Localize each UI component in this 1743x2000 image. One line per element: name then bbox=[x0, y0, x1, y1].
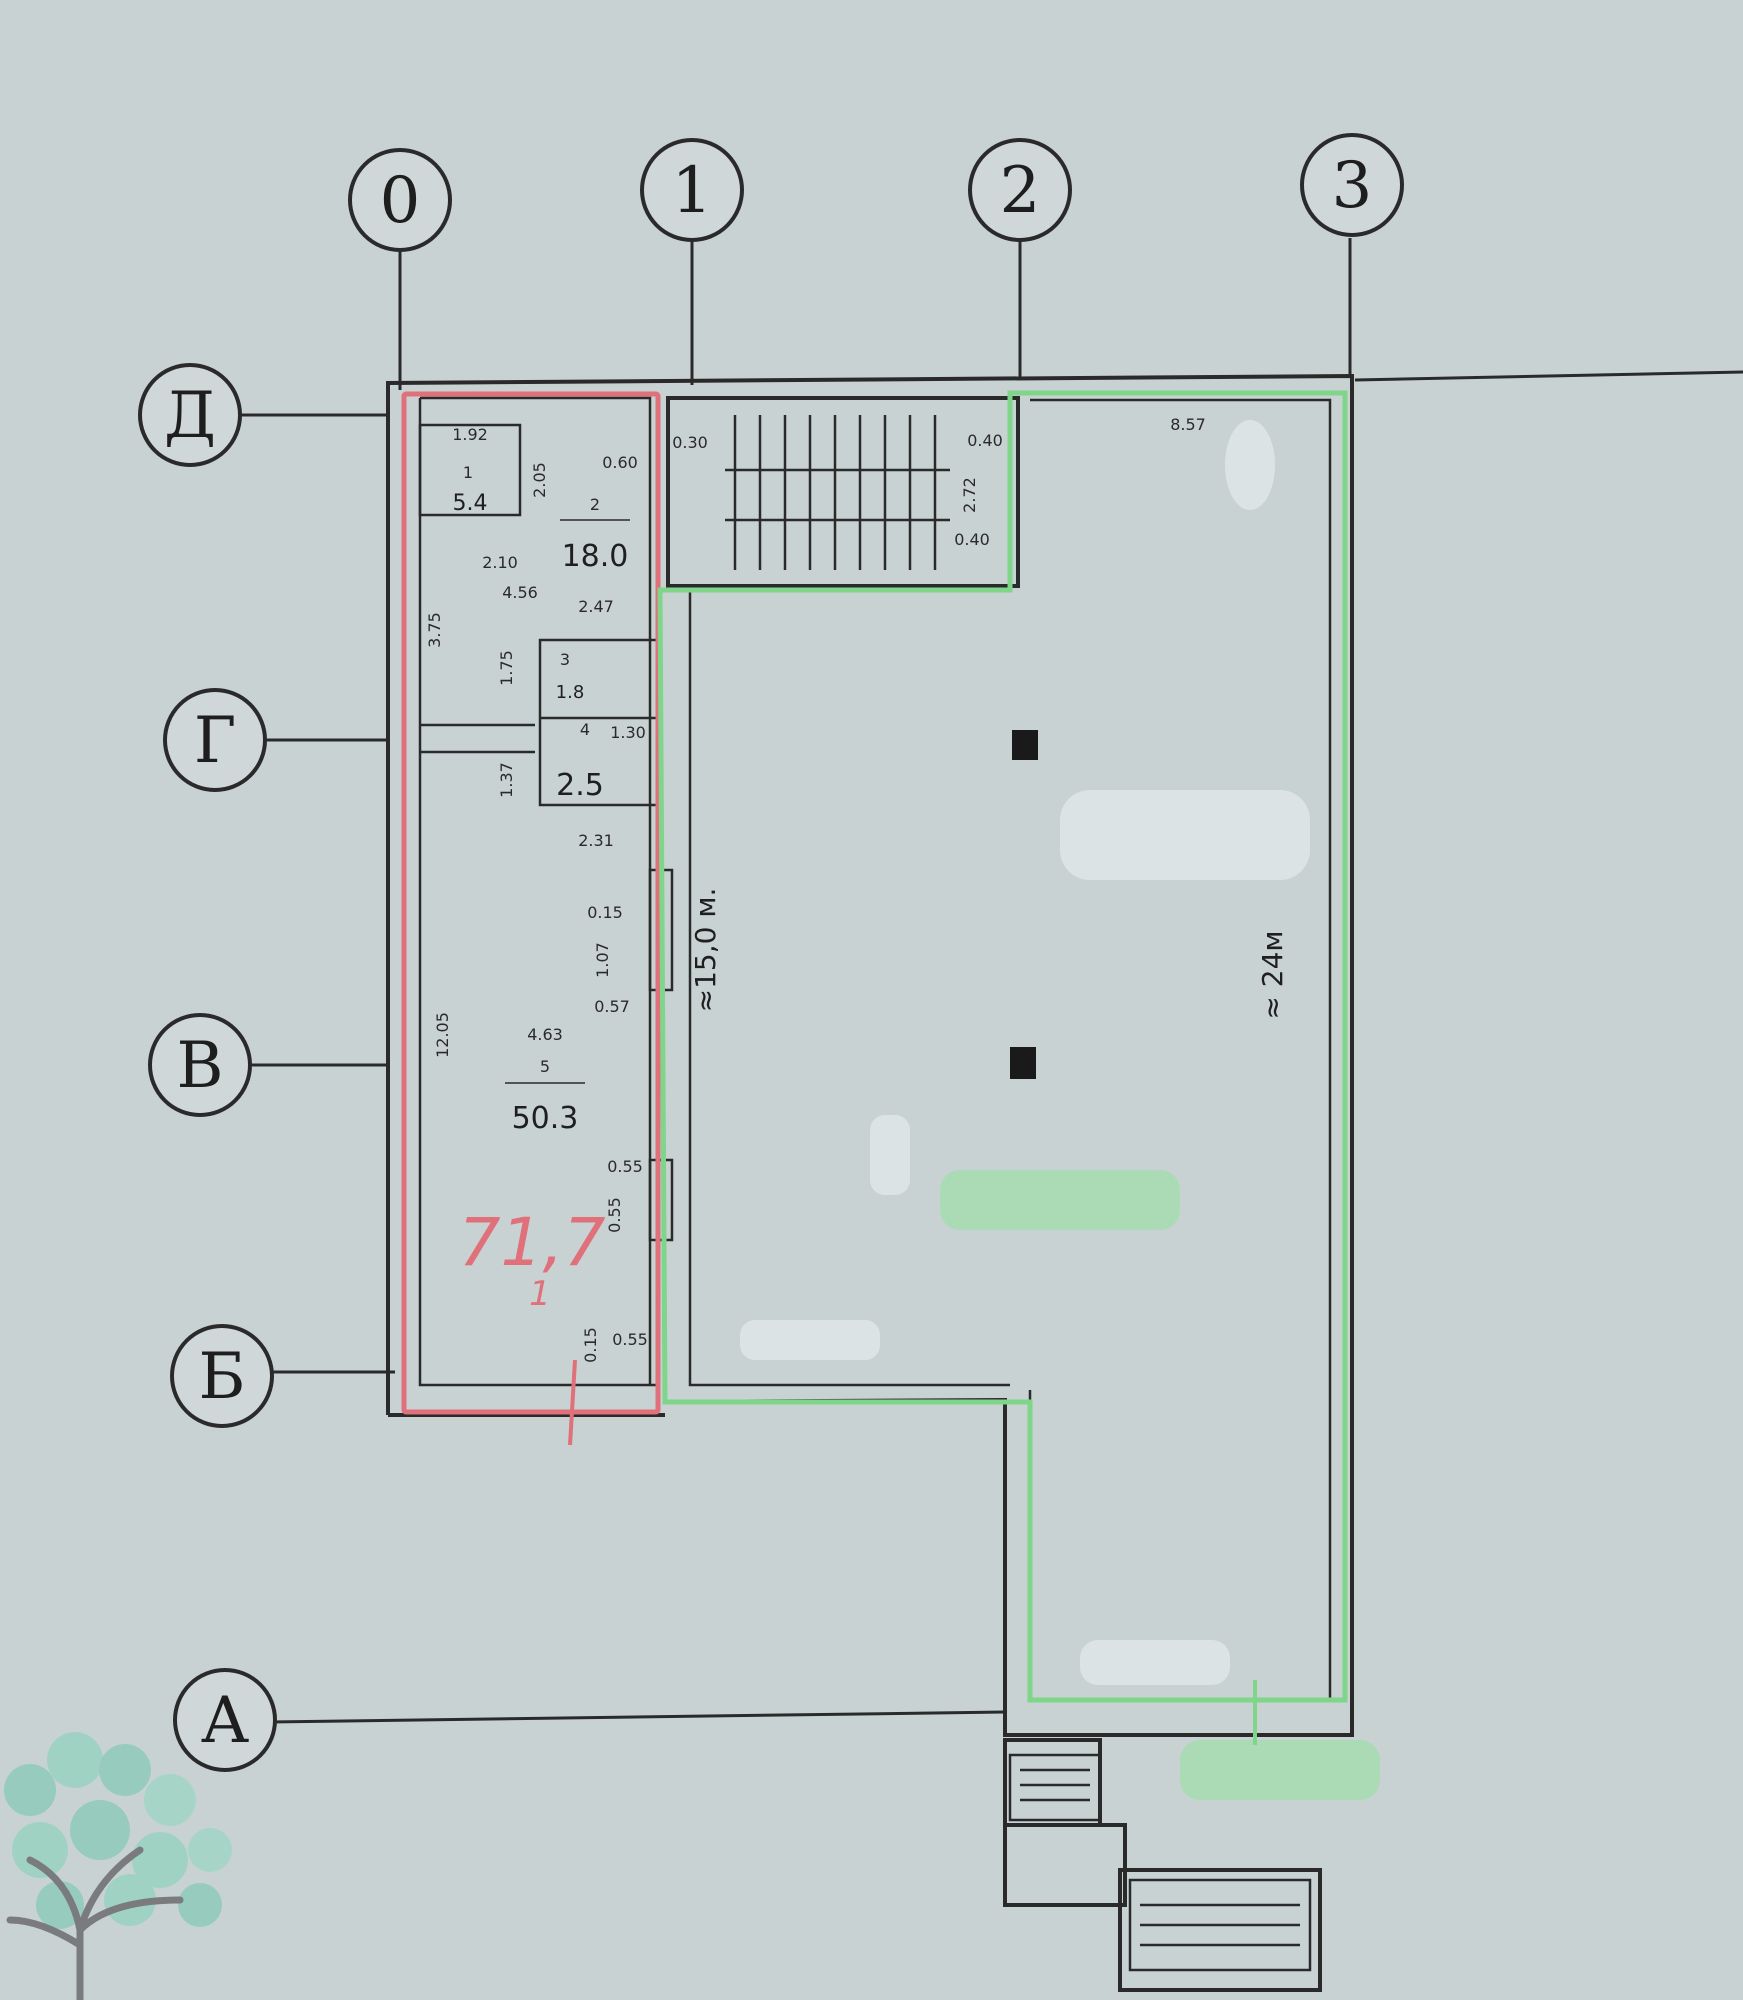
room-5-number: 5 bbox=[540, 1057, 550, 1076]
redacted-patches bbox=[740, 420, 1380, 1800]
axis-label-col-1: 1 bbox=[672, 154, 713, 228]
axis-marker-col-0: 0 bbox=[348, 148, 452, 252]
dim-2: 2.05 bbox=[530, 462, 549, 498]
dim-20: 0.40 bbox=[967, 431, 1003, 450]
dim-4: 2.10 bbox=[482, 553, 518, 572]
red-area-sublabel: 1 bbox=[529, 1274, 551, 1314]
dim-13: 0.57 bbox=[594, 997, 630, 1016]
axis-label-col-0: 0 bbox=[380, 164, 421, 238]
room-4: 4 2.5 bbox=[556, 720, 604, 803]
room-2: 2 18.0 bbox=[560, 495, 630, 574]
dim-25: 0.30 bbox=[672, 433, 708, 452]
axis-label-row-g: Г bbox=[194, 704, 236, 778]
room-2-number: 2 bbox=[590, 495, 600, 514]
axis-label-row-b: Б bbox=[198, 1340, 245, 1414]
room-3-number: 3 bbox=[560, 650, 570, 669]
dim-7: 3.75 bbox=[425, 612, 444, 648]
dim-16: 0.55 bbox=[607, 1157, 643, 1176]
dim-21: 2.72 bbox=[960, 477, 979, 513]
dim-19: 0.55 bbox=[612, 1330, 648, 1349]
tree-logo-icon bbox=[4, 1732, 232, 2000]
axis-marker-row-b: Б bbox=[170, 1324, 274, 1428]
axis-marker-col-2: 2 bbox=[968, 138, 1072, 242]
room-4-area: 2.5 bbox=[556, 768, 604, 803]
dim-22: 0.40 bbox=[954, 530, 990, 549]
dim-11: 0.15 bbox=[587, 903, 623, 922]
dim-17: 0.55 bbox=[605, 1197, 624, 1233]
room-1-number: 1 bbox=[463, 463, 473, 482]
room-3: 3 1.8 bbox=[556, 650, 585, 703]
dim-18: 0.15 bbox=[581, 1327, 600, 1363]
axis-marker-row-d: Д bbox=[138, 363, 242, 467]
room-1: 1 5.4 bbox=[453, 463, 488, 516]
dim-14: 12.05 bbox=[433, 1012, 452, 1058]
structural-columns bbox=[1010, 730, 1038, 1079]
row-axes: Д Г В Б А bbox=[138, 363, 1743, 1772]
room-1-area: 5.4 bbox=[453, 491, 488, 516]
axis-label-row-d: Д bbox=[164, 379, 216, 453]
room-5-area: 50.3 bbox=[512, 1101, 579, 1136]
axis-label-row-v: В bbox=[176, 1029, 223, 1103]
axis-label-col-3: 3 bbox=[1332, 149, 1373, 223]
dim-3: 0.60 bbox=[602, 453, 638, 472]
length-note: ≈ 24м bbox=[1256, 930, 1289, 1019]
axis-marker-col-1: 1 bbox=[640, 138, 744, 242]
axis-marker-row-a: А bbox=[173, 1668, 277, 1772]
dim-1: 1.92 bbox=[452, 425, 488, 444]
dimension-labels: 1.92 2.05 0.60 2.10 4.56 2.47 3.75 1.75 … bbox=[425, 415, 1206, 1363]
room-5: 5 50.3 bbox=[505, 1057, 585, 1136]
red-area-label: 71,7 bbox=[459, 1204, 606, 1281]
green-highlight-outline bbox=[657, 390, 1348, 1703]
dim-5: 4.56 bbox=[502, 583, 538, 602]
room-3-area: 1.8 bbox=[556, 682, 585, 703]
red-highlight-outline bbox=[401, 391, 661, 1415]
upper-stair bbox=[725, 415, 950, 570]
width-note: ≈15,0 м. bbox=[689, 888, 722, 1013]
dim-23: 8.57 bbox=[1170, 415, 1206, 434]
dim-12: 1.07 bbox=[593, 942, 612, 978]
dim-9: 1.37 bbox=[497, 762, 516, 798]
axis-marker-row-g: Г bbox=[163, 688, 267, 792]
axis-marker-col-3: 3 bbox=[1300, 133, 1404, 237]
axis-label-col-2: 2 bbox=[1000, 154, 1041, 228]
column-axes: 0 1 2 3 bbox=[348, 133, 1404, 390]
axis-marker-row-v: В bbox=[148, 1013, 252, 1117]
dim-8: 1.75 bbox=[497, 650, 516, 686]
room-4-number: 4 bbox=[580, 720, 590, 739]
dim-24: 1.30 bbox=[610, 723, 646, 742]
red-entry-mark bbox=[568, 1359, 577, 1446]
dim-10: 2.31 bbox=[578, 831, 614, 850]
dim-15: 4.63 bbox=[527, 1025, 563, 1044]
axis-label-row-a: А bbox=[201, 1684, 249, 1758]
dim-6: 2.47 bbox=[578, 597, 614, 616]
room-2-area: 18.0 bbox=[562, 539, 629, 574]
porch-stair bbox=[1020, 1768, 1300, 1947]
